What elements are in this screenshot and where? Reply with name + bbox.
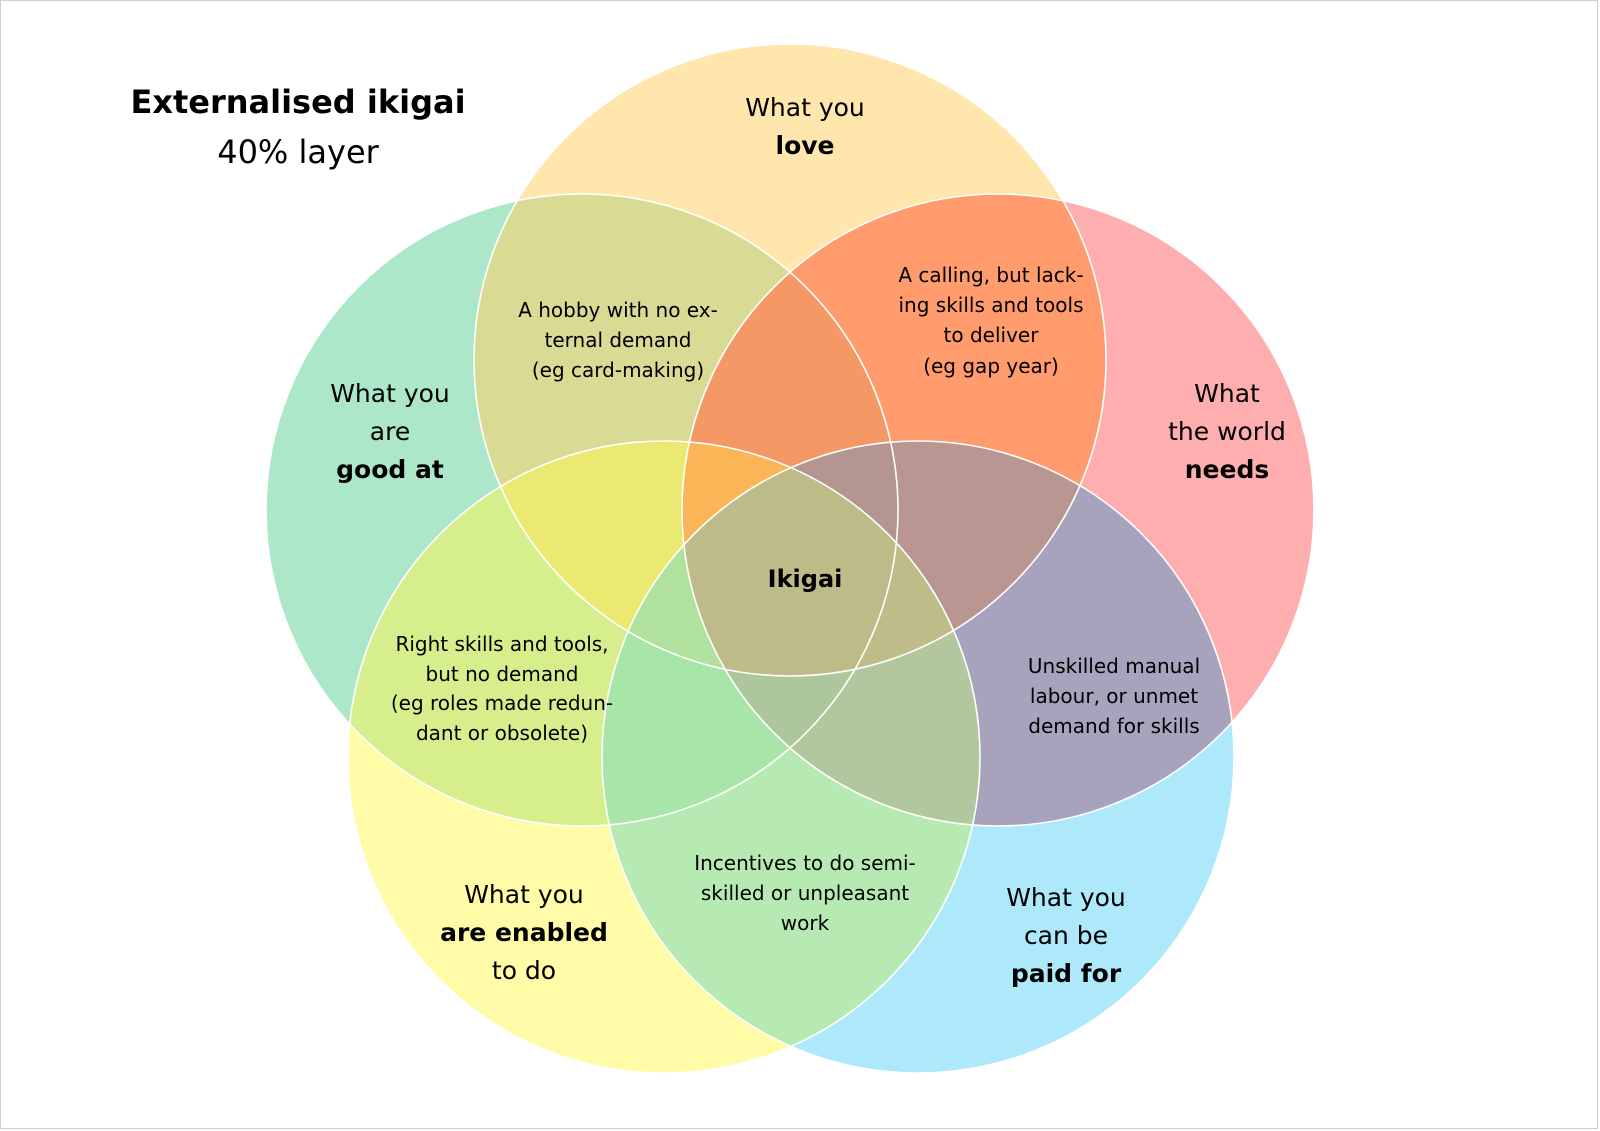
love-label-line-1: What you: [745, 93, 865, 122]
region-hobby-line-1: A hobby with no ex-: [518, 298, 718, 322]
paid-for-circle: [602, 441, 1234, 1073]
region-calling-line-1: A calling, but lack-: [898, 263, 1083, 287]
good-at-label: What you are good at: [330, 379, 450, 484]
region-unskilled-line-3: demand for skills: [1028, 714, 1199, 738]
love-label: What you love: [745, 93, 865, 160]
overlap-tints: [602, 194, 1234, 1073]
diagram-title: Externalised ikigai 40% layer: [130, 83, 465, 171]
world-needs-label-line-3: needs: [1185, 455, 1270, 484]
region-hobby-line-2: ternal demand: [545, 328, 692, 352]
region-unskilled-label: Unskilled manual labour, or unmet demand…: [1028, 654, 1200, 738]
region-no-demand-line-4: dant or obsolete): [416, 721, 588, 745]
good-at-outline: [265, 193, 899, 827]
good-at-label-line-2: are: [370, 417, 410, 446]
paid-for-label-line-2: can be: [1024, 921, 1108, 950]
paid-for-label-line-1: What you: [1006, 883, 1126, 912]
region-calling-label: A calling, but lack- ing skills and tool…: [898, 263, 1083, 378]
region-unskilled-line-1: Unskilled manual: [1028, 654, 1200, 678]
title-main: Externalised ikigai: [130, 83, 465, 121]
region-calling-line-3: to deliver: [944, 323, 1040, 347]
world-needs-label-line-2: the world: [1168, 417, 1286, 446]
region-calling-line-4: (eg gap year): [923, 354, 1059, 378]
paid-for-outline: [601, 440, 1235, 1074]
title-sub: 40% layer: [217, 133, 379, 171]
region-no-demand-line-3: (eg roles made redun-: [391, 691, 613, 715]
enabled-circle: [348, 441, 980, 1073]
region-hobby-line-3: (eg card-making): [532, 358, 704, 382]
region-incentives-line-3: work: [781, 911, 830, 935]
region-no-demand-label: Right skills and tools, but no demand (e…: [391, 632, 613, 745]
paid-for-label: What you can be paid for: [1006, 883, 1126, 988]
region-calling-line-2: ing skills and tools: [898, 293, 1083, 317]
world-needs-label-line-1: What: [1194, 379, 1260, 408]
world-needs-label: What the world needs: [1168, 379, 1286, 484]
region-unskilled-line-2: labour, or unmet: [1030, 684, 1198, 708]
circles-layer: [266, 44, 1314, 1073]
circle-outlines: [265, 43, 1315, 1074]
world-needs-outline: [681, 193, 1315, 827]
good-at-label-line-3: good at: [336, 455, 444, 484]
region-no-demand-line-2: but no demand: [426, 662, 579, 686]
paid-for-label-line-3: paid for: [1011, 959, 1122, 988]
region-hobby-label: A hobby with no ex- ternal demand (eg ca…: [518, 298, 718, 382]
enabled-label: What you are enabled to do: [440, 880, 608, 985]
love-label-line-2: love: [776, 131, 835, 160]
region-no-demand-line-1: Right skills and tools,: [395, 632, 608, 656]
region-incentives-line-1: Incentives to do semi-: [694, 851, 916, 875]
center-ikigai-label: Ikigai: [768, 565, 843, 593]
enabled-label-line-2: are enabled: [440, 918, 608, 947]
region-incentives-line-2: skilled or unpleasant: [701, 881, 909, 905]
enabled-label-line-3: to do: [492, 956, 556, 985]
love-outline: [473, 43, 1107, 677]
enabled-outline: [347, 440, 981, 1074]
region-incentives-label: Incentives to do semi- skilled or unplea…: [694, 851, 916, 935]
good-at-label-line-1: What you: [330, 379, 450, 408]
enabled-label-line-1: What you: [464, 880, 584, 909]
